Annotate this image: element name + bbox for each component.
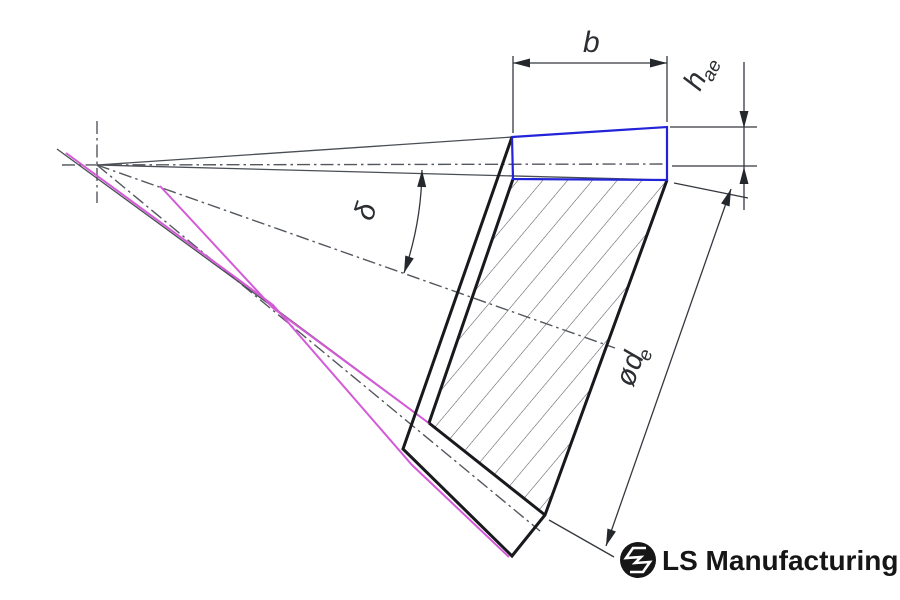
arrowhead (513, 58, 530, 68)
pitch-angle-label-text: δ (348, 198, 384, 224)
root-back-line (428, 421, 546, 517)
pitch-angle-label: δ (348, 198, 384, 224)
logo-monogram-icon (623, 546, 653, 574)
dimension-face-width: b (512, 26, 668, 133)
de-dimension-line (605, 188, 732, 547)
gear-blank-outline (401, 136, 669, 559)
arrowhead (721, 189, 731, 207)
de-extension-bottom (548, 519, 615, 558)
tip-cone-line (96, 136, 514, 166)
lower-cone-centerline (96, 164, 541, 532)
magenta-flank-line-1 (65, 152, 510, 558)
arrowhead (404, 255, 414, 273)
dimension-pitch-angle: δ (348, 169, 427, 274)
de-extension-top (673, 182, 749, 199)
arrowhead (606, 528, 616, 546)
tooth-profile-highlight (510, 125, 669, 182)
arrowhead (650, 58, 667, 68)
face-width-label: b (583, 26, 600, 59)
gear-outline-path (401, 136, 669, 559)
arrowhead (739, 167, 749, 184)
outer-diameter-label: ød e (609, 347, 657, 391)
pitch-plane-centerline (61, 163, 669, 166)
arrowhead (417, 170, 427, 188)
logo-text: LS Manufacturing (662, 545, 898, 576)
dimension-outer-diameter: ød e (548, 182, 749, 558)
addendum-label: h ae (678, 56, 727, 95)
dimension-addendum: h ae (670, 56, 757, 210)
root-cone-line (96, 164, 668, 181)
back-cone-inner-line (427, 178, 515, 424)
logo: LS Manufacturing (620, 542, 898, 578)
section-hatch-area (429, 179, 667, 515)
arrowhead (739, 111, 749, 128)
